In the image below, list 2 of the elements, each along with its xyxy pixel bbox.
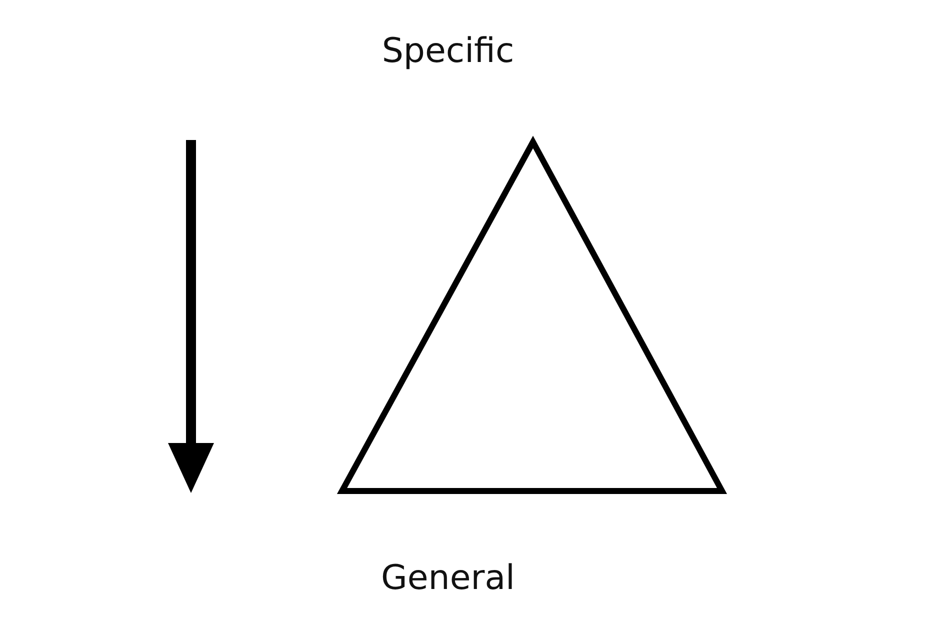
bottom-label: General xyxy=(381,560,515,598)
top-label: Specific xyxy=(382,33,514,70)
